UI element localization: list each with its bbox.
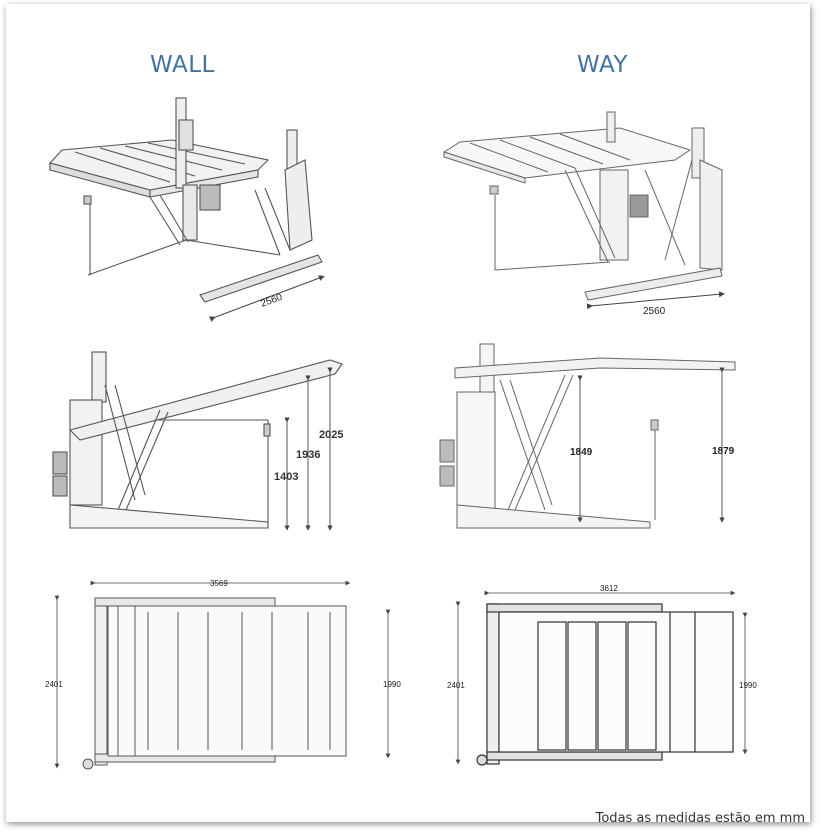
wall-isometric-view <box>48 97 323 303</box>
way-platform-label: 1990 <box>739 681 757 690</box>
way-height-label-1: 1849 <box>570 447 593 458</box>
way-width-label: 2401 <box>447 681 465 690</box>
way-iso-width-label: 2560 <box>643 306 666 317</box>
units-footnote: Todas as medidas estão em mm <box>595 811 805 826</box>
way-height-label-2: 1879 <box>712 446 735 457</box>
wall-iso-width-label: 2560 <box>259 292 284 310</box>
way-length-label: 3612 <box>600 584 618 593</box>
way-title: WAY <box>577 52 628 78</box>
way-top-view <box>476 603 734 766</box>
wall-length-label: 3569 <box>210 579 228 588</box>
wall-title: WALL <box>150 52 215 78</box>
way-side-dimensions <box>577 367 725 523</box>
wall-top-dimensions <box>54 580 391 769</box>
wall-platform-label: 1990 <box>383 680 401 689</box>
wall-height-label-2: 1936 <box>296 449 320 461</box>
way-isometric-view <box>442 111 723 301</box>
wall-width-label: 2401 <box>45 680 63 689</box>
way-top-dimensions <box>455 590 748 765</box>
way-side-view <box>439 343 736 529</box>
wall-side-view <box>52 351 343 529</box>
wall-iso-dimension: 2560 <box>209 275 325 322</box>
wall-top-view <box>82 597 347 770</box>
wall-height-label-3: 1403 <box>274 471 298 483</box>
way-iso-dimension: 2560 <box>586 291 725 317</box>
wall-height-label-1: 2025 <box>319 429 343 441</box>
wall-side-dimensions <box>284 367 333 531</box>
